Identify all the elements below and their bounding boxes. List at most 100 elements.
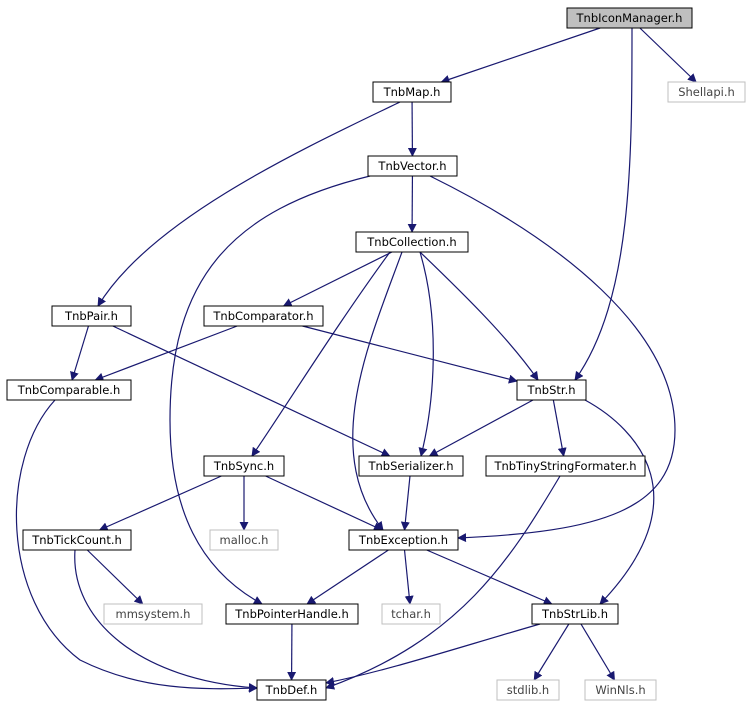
edge-TnbStr-to-TnbStrLib [584,399,655,605]
node-TnbPointerHandle[interactable]: TnbPointerHandle.h [225,603,359,625]
node-label: WinNls.h [595,683,645,697]
node-TnbException[interactable]: TnbException.h [348,529,459,551]
node-box [256,679,327,701]
node-box [531,603,619,625]
edge-TnbSerializer-to-TnbException [400,475,411,531]
node-label: TnbException.h [358,533,448,547]
node-TnbSync[interactable]: TnbSync.h [203,455,285,477]
node-box [209,529,279,551]
node-label: TnbMap.h [383,85,441,99]
node-WinNls: WinNls.h [584,679,657,701]
node-label: TnbVector.h [377,159,446,173]
node-tchar: tchar.h [381,603,441,625]
edge-TnbCollection-to-TnbComparator [282,251,393,307]
edge-TnbIconManager-to-Shellapi [639,27,697,83]
node-label: TnbDef.h [265,683,318,697]
edge-TnbComparator-to-TnbStr [302,325,518,384]
node-label: stdlib.h [507,683,549,697]
node-mmsystem: mmsystem.h [103,603,203,625]
node-TnbComparable[interactable]: TnbComparable.h [6,379,132,401]
edge-TnbMap-to-TnbPair [97,101,401,307]
node-label: TnbTinyStringFormater.h [493,459,636,473]
node-box [103,603,203,625]
edge-TnbStrLib-to-WinNls [580,623,616,681]
node-box [496,679,560,701]
edge-TnbVector-to-TnbException [429,175,676,543]
node-box [22,529,132,551]
node-TnbTickCount[interactable]: TnbTickCount.h [22,529,132,551]
edge-TnbException-to-TnbStrLib [426,549,553,605]
node-box [358,455,464,477]
edge-TnbCollection-to-TnbException [352,251,403,531]
edge-TnbStr-to-TnbSerializer [428,399,534,457]
edge-TnbCollection-to-TnbStr [419,251,539,381]
node-box [348,529,459,551]
edge-TnbTinyStringFormater-to-TnbDef [325,475,561,690]
node-label: TnbStr.h [526,383,575,397]
node-label: TnbStrLib.h [541,607,608,621]
edge-TnbStrLib-to-stdlib [533,623,570,681]
node-label: TnbIconManager.h [576,11,683,25]
node-label: TnbPointerHandle.h [234,607,348,621]
edges [15,27,697,693]
node-label: tchar.h [391,607,431,621]
node-box [516,379,587,401]
node-label: TnbCollection.h [366,235,456,249]
node-label: TnbPair.h [64,309,118,323]
node-box [584,679,657,701]
node-box [667,81,746,103]
edge-TnbSync-to-TnbTickCount [98,475,222,531]
node-label: TnbComparator.h [212,309,313,323]
node-box [203,305,324,327]
edge-TnbIconManager-to-TnbMap [440,27,601,84]
node-TnbStr[interactable]: TnbStr.h [516,379,587,401]
node-TnbVector[interactable]: TnbVector.h [367,155,458,177]
node-box [485,455,646,477]
node-TnbDef[interactable]: TnbDef.h [256,679,327,701]
edge-TnbPair-to-TnbComparable [70,325,90,381]
edge-TnbCollection-to-TnbSync [251,251,391,457]
edge-TnbPair-to-TnbSerializer [112,325,391,457]
edge-TnbSync-to-TnbException [265,475,383,531]
node-TnbTinyStringFormater[interactable]: TnbTinyStringFormater.h [485,455,646,477]
node-box [355,231,469,253]
edge-TnbTickCount-to-mmsystem [86,549,144,605]
edge-TnbException-to-tchar [403,549,414,605]
edge-TnbComparator-to-TnbComparable [94,325,238,382]
edge-TnbIconManager-to-TnbStr [574,27,633,381]
node-label: mmsystem.h [116,607,191,621]
node-label: TnbSerializer.h [367,459,453,473]
node-TnbCollection[interactable]: TnbCollection.h [355,231,469,253]
edge-TnbComparable-to-TnbDef [15,399,258,693]
edge-TnbTickCount-to-TnbDef [74,549,258,692]
node-label: TnbComparable.h [17,383,121,397]
node-label: Shellapi.h [678,85,735,99]
node-TnbSerializer[interactable]: TnbSerializer.h [358,455,464,477]
node-TnbMap[interactable]: TnbMap.h [372,81,452,103]
node-Shellapi: Shellapi.h [667,81,746,103]
node-box [6,379,132,401]
node-label: malloc.h [220,533,269,547]
node-box [225,603,359,625]
edge-TnbException-to-TnbPointerHandle [306,549,389,605]
node-malloc: malloc.h [209,529,279,551]
node-label: TnbTickCount.h [31,533,122,547]
node-box [367,155,458,177]
edge-TnbCollection-to-TnbSerializer [418,251,434,457]
node-TnbStrLib[interactable]: TnbStrLib.h [531,603,619,625]
edge-TnbStr-to-TnbTinyStringFormater [552,399,567,457]
node-box [381,603,441,625]
node-TnbIconManager[interactable]: TnbIconManager.h [566,7,693,29]
node-stdlib: stdlib.h [496,679,560,701]
node-box [372,81,452,103]
node-box [203,455,285,477]
node-TnbComparator[interactable]: TnbComparator.h [203,305,324,327]
node-label: TnbSync.h [213,459,274,473]
edge-TnbVector-to-TnbPointerHandle [169,175,371,605]
node-TnbPair[interactable]: TnbPair.h [51,305,132,327]
node-box [51,305,132,327]
node-box [566,7,693,29]
edge-TnbStrLib-to-TnbDef [325,623,541,686]
